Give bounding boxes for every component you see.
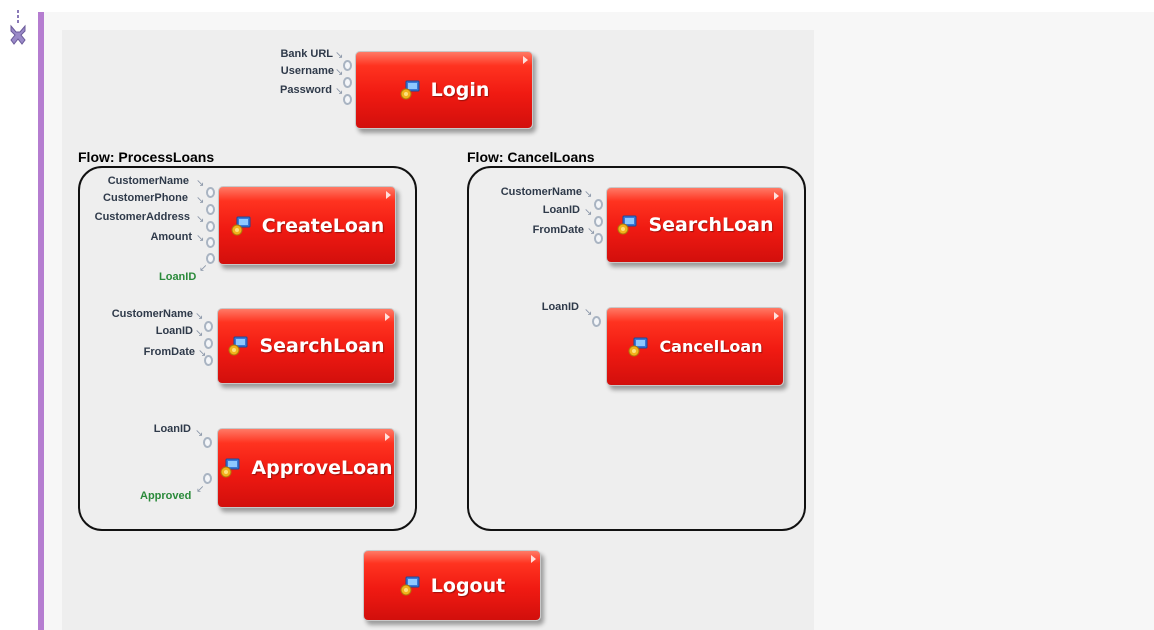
monitor-gear-icon — [220, 458, 240, 478]
input-connector[interactable] — [204, 321, 213, 332]
input-connector[interactable] — [594, 216, 603, 227]
param-approved-output: Approved — [140, 490, 192, 502]
input-connector[interactable] — [343, 94, 352, 105]
param-from-date: FromDate — [143, 346, 195, 358]
param-amount: Amount — [150, 231, 192, 243]
input-connector[interactable] — [343, 77, 352, 88]
input-connector[interactable] — [204, 338, 213, 349]
flow-box-cancel-loans — [467, 166, 806, 531]
monitor-gear-icon — [231, 216, 251, 235]
input-connector[interactable] — [343, 60, 352, 71]
search-loan-node[interactable]: SearchLoan — [217, 308, 395, 384]
create-loan-node[interactable]: CreateLoan — [218, 186, 396, 265]
cancel-loan-label: CancelLoan — [659, 337, 763, 356]
search-loan-label: SearchLoan — [259, 335, 385, 357]
create-loan-label: CreateLoan — [261, 214, 385, 237]
param-password: Password — [280, 84, 332, 96]
param-loan-id: LoanID — [541, 301, 579, 313]
input-connector[interactable] — [206, 204, 215, 215]
param-loan-id: LoanID — [155, 325, 193, 337]
param-customer-name: CustomerName — [500, 186, 582, 198]
monitor-gear-icon — [400, 576, 420, 595]
accent-bar — [38, 12, 44, 630]
input-connector[interactable] — [204, 355, 213, 366]
param-from-date: FromDate — [532, 224, 584, 236]
input-connector[interactable] — [203, 437, 212, 448]
login-label: Login — [430, 79, 490, 101]
approve-loan-node[interactable]: ApproveLoan — [217, 428, 395, 508]
param-loan-id: LoanID — [542, 204, 580, 216]
search-loan-label: SearchLoan — [648, 214, 774, 236]
flow-title-process-loans: Flow: ProcessLoans — [78, 149, 215, 165]
login-node[interactable]: Login — [355, 51, 533, 129]
monitor-gear-icon — [400, 80, 420, 100]
param-loan-id-output: LoanID — [159, 271, 197, 283]
logout-node[interactable]: Logout — [363, 550, 541, 621]
output-connector[interactable] — [206, 253, 215, 264]
robot-icon — [10, 10, 26, 45]
monitor-gear-icon — [617, 215, 637, 235]
param-bank-url: Bank URL — [280, 48, 333, 60]
monitor-gear-icon — [228, 336, 248, 356]
input-connector[interactable] — [206, 237, 215, 248]
input-connector[interactable] — [592, 316, 601, 327]
param-username: Username — [280, 65, 334, 77]
input-connector[interactable] — [206, 221, 215, 232]
input-connector[interactable] — [594, 233, 603, 244]
input-connector[interactable] — [206, 187, 215, 198]
flow-box-process-loans — [78, 166, 417, 531]
approve-loan-label: ApproveLoan — [251, 457, 393, 479]
param-customer-phone: CustomerPhone — [103, 192, 188, 204]
logout-label: Logout — [430, 574, 506, 597]
param-customer-address: CustomerAddress — [94, 211, 190, 223]
search-loan-node[interactable]: SearchLoan — [606, 187, 784, 263]
monitor-gear-icon — [628, 337, 648, 356]
output-connector[interactable] — [203, 473, 212, 484]
flow-title-cancel-loans: Flow: CancelLoans — [467, 149, 595, 165]
param-customer-name: CustomerName — [107, 175, 189, 187]
input-connector[interactable] — [594, 199, 603, 210]
cancel-loan-node[interactable]: CancelLoan — [606, 307, 784, 386]
param-loan-id: LoanID — [153, 423, 191, 435]
param-customer-name: CustomerName — [111, 308, 193, 320]
